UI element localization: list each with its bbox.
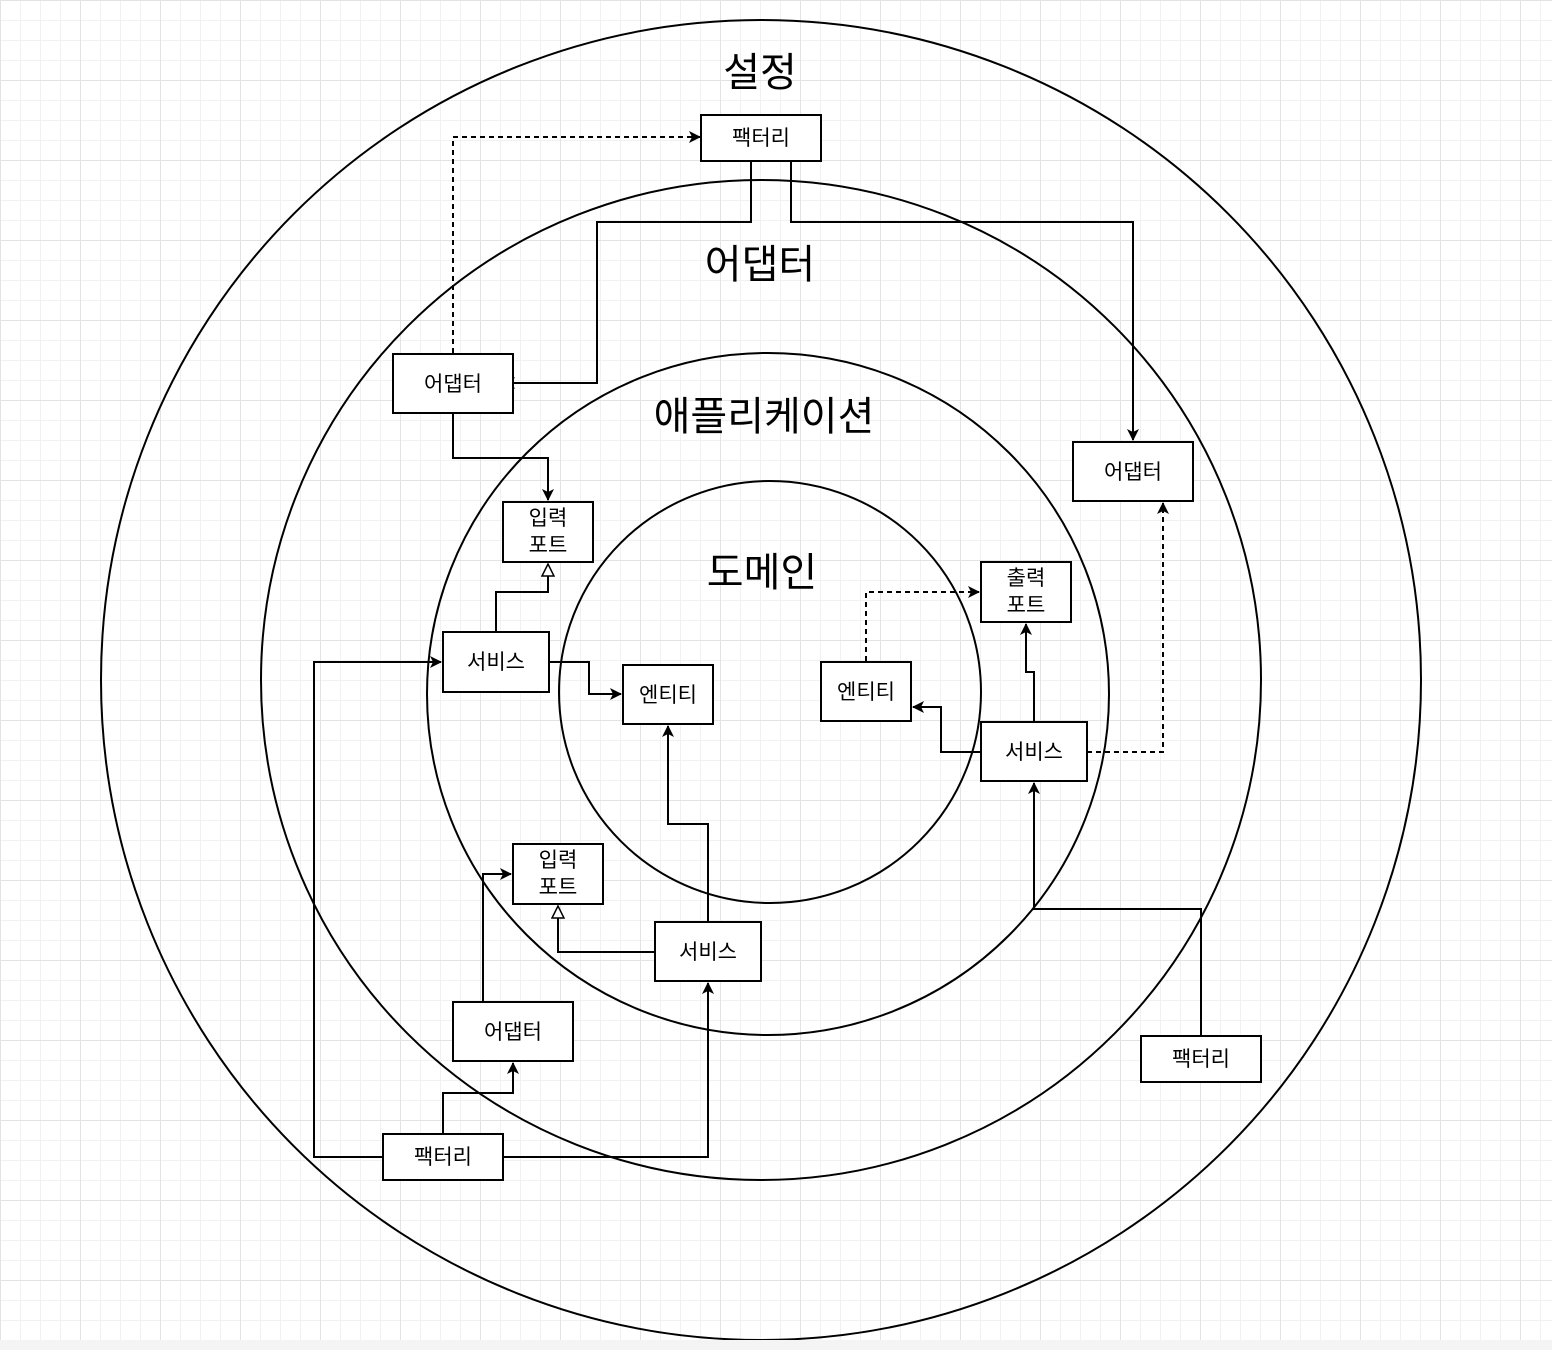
- node-label-line-1: 출력: [1007, 566, 1046, 590]
- edge-factory-bottom-left-to-service-bottom: [503, 982, 714, 1158]
- adapter-layer-ring: [260, 179, 1262, 1181]
- edge-factory-bottom-right-to-service-right: [1028, 782, 1202, 1035]
- service-left-node[interactable]: 서비스: [442, 631, 550, 693]
- domain-layer-ring: [558, 480, 982, 904]
- node-label: 어댑터: [1104, 460, 1162, 484]
- node-label-line-2: 포트: [539, 875, 578, 899]
- canvas-bottom-edge: [0, 1340, 1552, 1350]
- edge-adapter-left-to-input-port-1: [452, 413, 554, 501]
- edge-service-right-to-entity-right: [912, 701, 981, 753]
- config-layer-ring: [100, 19, 1422, 1340]
- node-label: 서비스: [679, 940, 737, 964]
- node-label-line-1: 입력: [529, 506, 568, 530]
- input-port-2-node[interactable]: 입력 포트: [512, 843, 604, 905]
- adapter-bottom-node[interactable]: 어댑터: [452, 1001, 574, 1062]
- application-layer-ring: [426, 352, 1110, 1036]
- svg-text:서비스: 서비스: [679, 940, 737, 964]
- svg-text:입력: 입력: [529, 506, 568, 530]
- svg-text:엔티티: 엔티티: [837, 680, 895, 704]
- node-label: 어댑터: [484, 1020, 542, 1044]
- svg-text:입력: 입력: [539, 848, 578, 872]
- factory-bottom-right-node[interactable]: 팩터리: [1140, 1035, 1262, 1083]
- edge-factory-bottom-left-to-service-left: [313, 656, 442, 1158]
- edge-service-left-to-entity-left: [549, 661, 622, 700]
- node-label: 서비스: [467, 650, 525, 674]
- connectors: [313, 131, 1202, 1158]
- svg-text:출력: 출력: [1007, 566, 1046, 590]
- edge-service-bottom-to-entity-left: [662, 725, 709, 921]
- input-port-1-node[interactable]: 입력 포트: [502, 501, 594, 563]
- node-label: 어댑터: [424, 372, 482, 396]
- svg-text:팩터리: 팩터리: [414, 1145, 472, 1169]
- factory-top-node[interactable]: 팩터리: [700, 114, 822, 162]
- domain-layer-title: 도메인: [707, 550, 817, 596]
- edge-service-bottom-implements-input-port-2: [558, 906, 655, 953]
- node-label: 팩터리: [414, 1145, 472, 1169]
- service-right-node[interactable]: 서비스: [980, 721, 1088, 782]
- svg-text:포트: 포트: [1007, 593, 1046, 617]
- svg-text:엔티티: 엔티티: [639, 683, 697, 707]
- svg-text:팩터리: 팩터리: [732, 126, 790, 150]
- node-label: 팩터리: [732, 126, 790, 150]
- svg-text:어댑터: 어댑터: [424, 372, 482, 396]
- edge-adapter-bottom-to-input-port-2: [482, 868, 512, 1001]
- svg-text:어댑터: 어댑터: [1104, 460, 1162, 484]
- svg-text:포트: 포트: [529, 533, 568, 557]
- svg-text:팩터리: 팩터리: [1172, 1047, 1230, 1071]
- node-label: 엔티티: [837, 680, 895, 704]
- factory-bottom-left-node[interactable]: 팩터리: [382, 1133, 504, 1181]
- service-bottom-node[interactable]: 서비스: [654, 921, 762, 982]
- node-label-line-2: 포트: [529, 533, 568, 557]
- svg-text:어댑터: 어댑터: [484, 1020, 542, 1044]
- entity-left-node[interactable]: 엔티티: [622, 664, 714, 725]
- node-label-line-1: 입력: [539, 848, 578, 872]
- svg-text:서비스: 서비스: [1005, 740, 1063, 764]
- node-label-line-2: 포트: [1007, 593, 1046, 617]
- edge-factory-top-to-adapter-left: [503, 161, 752, 389]
- output-port-node[interactable]: 출력 포트: [980, 561, 1072, 623]
- edge-factory-top-to-adapter-right: [790, 161, 1139, 441]
- edge-service-right-to-output-port: [1020, 623, 1035, 721]
- edge-service-left-implements-input-port-1: [495, 564, 548, 631]
- adapter-right-node[interactable]: 어댑터: [1072, 441, 1194, 502]
- edge-service-right-to-adapter-right: [1087, 502, 1169, 753]
- edge-factory-bottom-left-to-adapter-bottom: [442, 1062, 519, 1133]
- node-label: 서비스: [1005, 740, 1063, 764]
- application-layer-title: 애플리케이션: [654, 394, 875, 440]
- svg-text:포트: 포트: [539, 875, 578, 899]
- edge-entity-right-to-output-port: [865, 586, 980, 661]
- node-label: 팩터리: [1172, 1047, 1230, 1071]
- config-layer-title: 설정: [723, 50, 797, 96]
- node-label: 엔티티: [639, 683, 697, 707]
- adapter-left-node[interactable]: 어댑터: [392, 353, 514, 414]
- svg-text:서비스: 서비스: [467, 650, 525, 674]
- entity-right-node[interactable]: 엔티티: [820, 661, 912, 722]
- edge-adapter-left-to-factory-top: [452, 131, 701, 353]
- adapter-layer-title: 어댑터: [705, 242, 815, 288]
